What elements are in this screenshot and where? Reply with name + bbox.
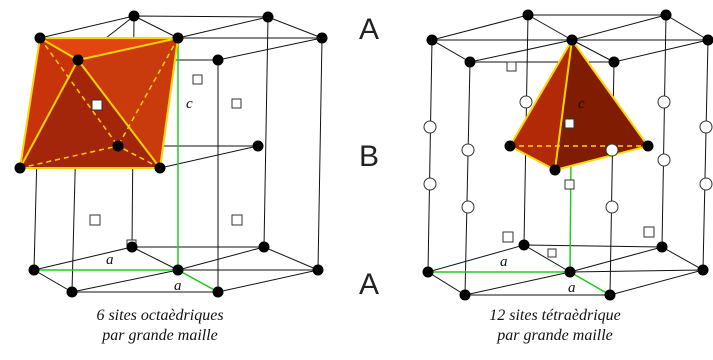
- atom: [253, 141, 264, 152]
- atom: [173, 265, 184, 276]
- atom: [29, 265, 40, 276]
- left-caption: 6 sites octaèdriques par grande maille: [40, 306, 280, 346]
- right-caption: 12 sites tétraèdrique par grande maille: [435, 306, 675, 346]
- tetrahedral-site: [507, 62, 516, 71]
- right-hcp-cell: c a a: [423, 10, 713, 301]
- open-site: [462, 201, 474, 213]
- atom: [661, 10, 672, 21]
- atom: [263, 12, 274, 23]
- open-site: [424, 121, 436, 133]
- atom: [173, 33, 184, 44]
- atom: [317, 33, 328, 44]
- left-hcp-cell: c a a: [15, 11, 328, 298]
- atom: [657, 242, 668, 253]
- atom: [213, 287, 224, 298]
- atom: [605, 290, 616, 301]
- atom: [73, 55, 84, 66]
- right-a2-label: a: [568, 280, 576, 296]
- open-site: [658, 154, 670, 166]
- atom: [129, 11, 140, 22]
- open-site: [424, 178, 436, 190]
- atom: [213, 55, 224, 66]
- octahedral-site: [193, 75, 202, 84]
- atom: [259, 242, 270, 253]
- layer-label-middle: B: [359, 142, 379, 172]
- open-site: [700, 178, 712, 190]
- atom: [127, 242, 138, 253]
- atom: [35, 33, 46, 44]
- atom: [67, 287, 78, 298]
- atom: [643, 141, 654, 152]
- atom: [313, 265, 324, 276]
- left-caption-line2: par grande maille: [40, 326, 280, 346]
- atom: [519, 240, 530, 251]
- left-a1-label: a: [106, 252, 114, 268]
- atom: [609, 57, 620, 68]
- open-site: [606, 144, 618, 156]
- atom: [465, 57, 476, 68]
- open-site: [520, 96, 532, 108]
- octahedral-site: [232, 99, 241, 108]
- right-caption-line2: par grande maille: [435, 326, 675, 346]
- tetrahedral-site: [548, 249, 556, 257]
- atom: [550, 165, 561, 176]
- left-c-label: c: [186, 96, 193, 112]
- left-a2-label: a: [174, 278, 182, 294]
- left-caption-line1: 6 sites octaèdriques: [40, 306, 280, 326]
- atom: [505, 141, 516, 152]
- open-site: [658, 96, 670, 108]
- layer-label-top: A: [359, 15, 379, 45]
- tetrahedral-site: [565, 119, 574, 128]
- atom: [703, 35, 713, 46]
- open-site: [700, 121, 712, 133]
- open-site: [462, 144, 474, 156]
- atom: [423, 267, 434, 278]
- tetrahedral-site: [503, 232, 513, 242]
- open-site: [606, 201, 618, 213]
- right-a1-label: a: [500, 254, 508, 270]
- octahedral-site: [232, 215, 242, 225]
- octahedral-site: [90, 215, 100, 225]
- atom: [155, 163, 166, 174]
- atom: [113, 141, 124, 152]
- atom: [427, 35, 438, 46]
- atom: [565, 267, 576, 278]
- atom: [567, 35, 578, 46]
- tetrahedral-site: [565, 180, 574, 189]
- atom: [460, 290, 471, 301]
- right-c-label: c: [578, 96, 585, 112]
- octahedral-site: [92, 100, 102, 110]
- atom: [698, 265, 709, 276]
- atom: [523, 10, 534, 21]
- atom: [15, 163, 26, 174]
- tetrahedral-site: [644, 227, 654, 237]
- layer-label-bottom: A: [359, 270, 379, 300]
- right-caption-line1: 12 sites tétraèdrique: [435, 306, 675, 326]
